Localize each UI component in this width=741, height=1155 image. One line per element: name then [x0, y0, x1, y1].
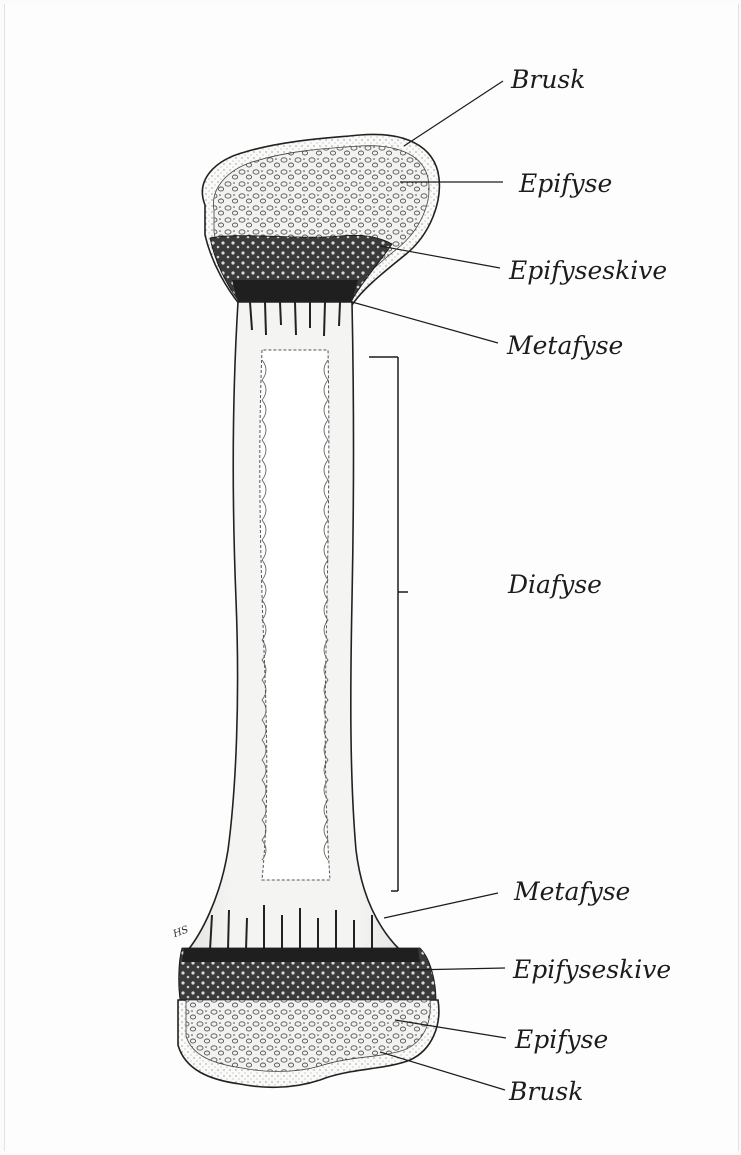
label-epifyse-bottom: Epifyse	[514, 1025, 608, 1054]
top-plate-band	[232, 280, 358, 302]
label-diafyse: Diafyse	[507, 570, 602, 599]
leader-metafyse-bottom	[384, 893, 498, 918]
artist-signature: HS	[171, 924, 190, 940]
medullary-cavity	[260, 350, 330, 880]
leader-brusk-top	[404, 81, 503, 146]
label-metafyse-bottom: Metafyse	[513, 877, 630, 906]
label-epifyseskive-top: Epifyseskive	[508, 256, 667, 285]
label-brusk-top: Brusk	[510, 65, 585, 94]
label-epifyseskive-bottom: Epifyseskive	[512, 955, 671, 984]
label-metafyse-top: Metafyse	[506, 331, 623, 360]
label-brusk-bottom: Brusk	[508, 1077, 583, 1106]
leader-brusk-bottom	[380, 1052, 505, 1090]
bottom-plate-band	[182, 948, 420, 962]
diafyse-bracket	[369, 357, 408, 891]
leader-metafyse-top	[352, 302, 498, 343]
label-epifyse-top: Epifyse	[518, 169, 612, 198]
